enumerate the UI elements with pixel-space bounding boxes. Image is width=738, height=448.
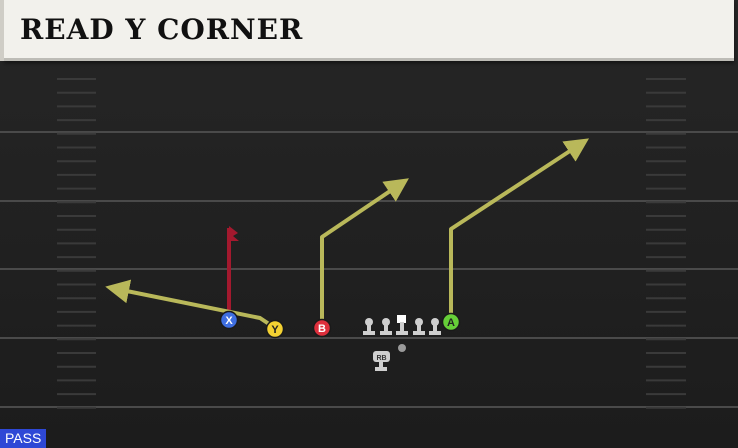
lineman — [380, 318, 392, 335]
title-bar: READ Y CORNER — [0, 0, 734, 61]
receiver-a: A — [441, 312, 461, 332]
play-title: READ Y CORNER — [20, 13, 304, 46]
route-y-corner — [105, 279, 277, 330]
receiver-label: X — [225, 315, 233, 327]
hash-marks — [57, 78, 686, 409]
rb-label: RB — [376, 355, 386, 362]
receiver-b: B — [312, 318, 332, 338]
yard-lines — [0, 131, 738, 408]
players: RB X Y B A — [219, 310, 461, 371]
block-marker — [229, 226, 239, 241]
play-type-badge: PASS — [0, 429, 47, 448]
routes — [105, 138, 590, 330]
route-a-post — [449, 138, 590, 322]
center — [396, 315, 408, 335]
lineman — [429, 318, 441, 335]
receiver-label: Y — [271, 324, 279, 336]
running-back: RB — [373, 351, 390, 371]
receiver-y: Y — [265, 319, 285, 339]
receiver-label: B — [318, 323, 326, 335]
lineman — [363, 318, 375, 335]
route-b-post — [320, 178, 409, 328]
receiver-label: A — [447, 317, 455, 329]
lineman — [413, 318, 425, 335]
receiver-x: X — [219, 310, 239, 330]
quarterback — [398, 344, 406, 352]
